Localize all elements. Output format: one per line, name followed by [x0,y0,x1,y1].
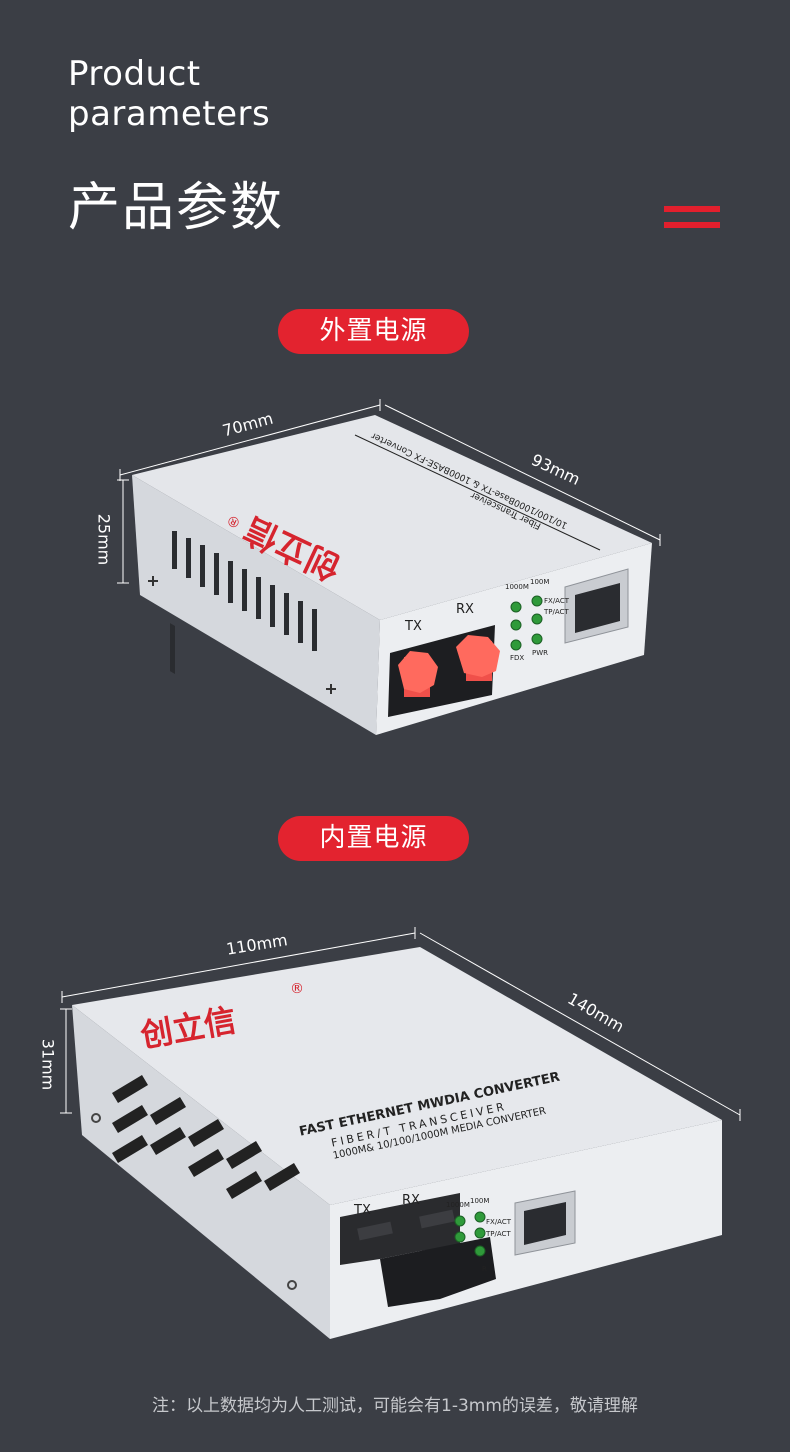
led-label-100m: 100M [530,578,550,586]
internal-power-badge: 内置电源 [278,816,469,861]
disclaimer-footnote: 注：以上数据均为人工测试，可能会有1-3mm的误差，敬请理解 [152,1396,638,1416]
led-label-100m: 100M [470,1197,490,1205]
dimension-height: 25mm [94,513,114,566]
led-label-pwr: PWR [532,649,549,657]
device-top-face [132,415,652,620]
menu-icon[interactable] [664,206,720,232]
fiber-connector-tx [398,651,438,697]
external-power-device-figure: 70mm 93mm 25mm 创立信 ® 10/100/1000Base-TX … [0,395,790,755]
rx-label: RX [402,1193,420,1208]
led-label-fxact: FX/ACT [544,597,570,605]
led-label-fdx: FDX [510,654,525,662]
led-label-tpact: TP/ACT [544,608,569,616]
brand-trademark: ® [290,981,304,997]
page-title-english: Product parameters [68,54,270,134]
led-label-1000m: 1000M [446,1201,470,1209]
tx-label: TX [405,619,422,634]
internal-power-device-figure: 110mm 140mm 31mm 创立信 ® FAST ETHERNET MWD… [0,925,790,1350]
page-title-chinese: 产品参数 [68,178,285,238]
rx-label: RX [456,602,474,617]
led-label-r: R [482,1265,487,1273]
led-label-fxact: FX/ACT [486,1218,512,1226]
external-power-badge: 外置电源 [278,309,469,354]
led-label-tpact: TP/ACT [486,1230,511,1238]
dimension-height: 31mm [38,1038,58,1091]
tx-label: TX [354,1203,371,1218]
fiber-connector-rx [456,635,500,681]
led-label-1000m: 1000M [505,583,529,591]
title-line-1: Product [68,54,201,94]
title-line-2: parameters [68,94,271,134]
